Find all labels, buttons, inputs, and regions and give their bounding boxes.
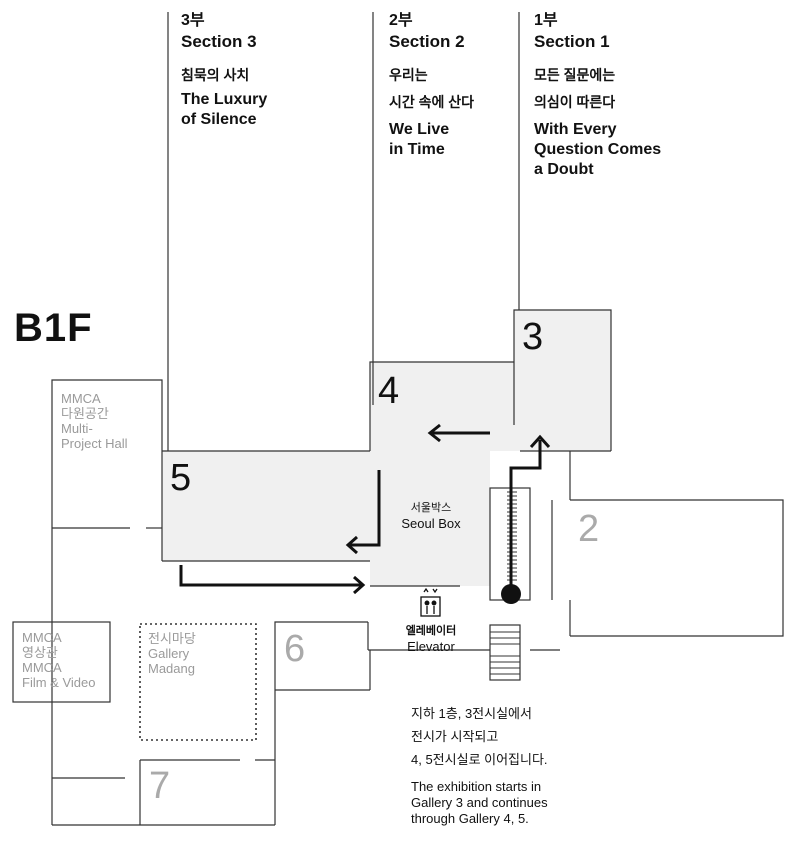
seoul-box-area bbox=[370, 451, 490, 586]
section-korean-title: 우리는 시간 속에 산다 bbox=[389, 64, 474, 113]
gallery-4-area bbox=[370, 362, 514, 451]
arrow-down-left-icon bbox=[348, 470, 381, 547]
floor-label: B1F bbox=[14, 306, 93, 350]
multi-project-hall-label: MMCA 다원공간 Multi- Project Hall bbox=[61, 391, 127, 451]
gallery-3-number: 3 bbox=[522, 316, 544, 358]
room-label-line: MMCA bbox=[22, 660, 62, 675]
walls bbox=[12, 12, 784, 826]
gallery-areas bbox=[162, 310, 611, 586]
note-korean-line: 전시가 시작되고 bbox=[411, 729, 499, 744]
section-korean-line: 시간 속에 산다 bbox=[389, 94, 475, 110]
note-english-line: The exhibition starts in bbox=[411, 779, 542, 794]
room-label-line: 영상관 bbox=[22, 645, 58, 660]
room-label-line: 전시마당 bbox=[148, 631, 196, 646]
section-english-line: The Luxury bbox=[181, 91, 268, 108]
room-label-line: Gallery bbox=[148, 646, 190, 661]
room-label-line: MMCA bbox=[61, 391, 101, 406]
room-label-line: Film & Video bbox=[22, 675, 96, 690]
section-korean-line: 모든 질문에는 bbox=[534, 67, 616, 83]
section-korean-line: 의심이 따른다 bbox=[534, 94, 616, 110]
elevator-english: Elevator bbox=[407, 639, 455, 654]
room-label-line: Multi- bbox=[61, 421, 93, 436]
gallery-madang-outline bbox=[139, 623, 257, 741]
section-english-title: With Every Question Comes a Doubt bbox=[534, 120, 661, 180]
gallery-5-number: 5 bbox=[170, 457, 192, 499]
section-1-header: 1부 Section 1 모든 질문에는 의심이 따른다 With Every … bbox=[534, 10, 661, 180]
room-label-line: 다원공간 bbox=[61, 406, 109, 421]
route-arrows bbox=[179, 423, 551, 595]
section-number: 3부 bbox=[181, 12, 205, 29]
gallery-5-area bbox=[162, 451, 370, 561]
gallery-7-number: 7 bbox=[149, 765, 171, 807]
elevator-korean: 엘레베이터 bbox=[405, 625, 457, 637]
seoul-box-english: Seoul Box bbox=[401, 516, 461, 531]
elevator-icon bbox=[420, 587, 441, 617]
section-title: Section 1 bbox=[534, 32, 610, 51]
film-video-label: MMCA 영상관 MMCA Film & Video bbox=[22, 630, 95, 690]
section-3-header: 3부 Section 3 침묵의 사치 The Luxury of Silenc… bbox=[181, 10, 267, 130]
gallery-3-area bbox=[514, 310, 611, 451]
route-start-dot-icon bbox=[501, 584, 521, 604]
gallery-4-number: 4 bbox=[378, 370, 400, 412]
section-title: Section 2 bbox=[389, 32, 465, 51]
section-korean-line: 우리는 bbox=[389, 67, 428, 83]
note-english-line: Gallery 3 and continues bbox=[411, 795, 548, 810]
room-label-line: Madang bbox=[148, 661, 195, 676]
section-number: 2부 bbox=[389, 12, 413, 29]
section-english-line: With Every bbox=[534, 121, 617, 138]
gallery-6-number: 6 bbox=[284, 628, 306, 670]
section-korean-title: 모든 질문에는 의심이 따른다 bbox=[534, 64, 661, 113]
room-label-line: Project Hall bbox=[61, 436, 128, 451]
section-number: 1부 bbox=[534, 12, 558, 29]
note-english-line: through Gallery 4, 5. bbox=[411, 811, 529, 826]
section-english-line: Question Comes bbox=[534, 141, 662, 158]
section-english-title: We Live in Time bbox=[389, 120, 474, 160]
section-english-line: a Doubt bbox=[534, 161, 594, 178]
gallery-2-number: 2 bbox=[578, 508, 600, 550]
route-note: 지하 1층, 3전시실에서 전시가 시작되고 4, 5전시실로 이어집니다. T… bbox=[411, 705, 548, 827]
seoul-box-korean: 서울박스 bbox=[410, 502, 452, 514]
section-title: Section 3 bbox=[181, 32, 257, 51]
note-korean-line: 4, 5전시실로 이어집니다. bbox=[411, 752, 548, 767]
note-korean-line: 지하 1층, 3전시실에서 bbox=[411, 706, 532, 721]
gallery-madang-label: 전시마당 Gallery Madang bbox=[148, 631, 196, 676]
room-label-line: MMCA bbox=[22, 630, 62, 645]
section-korean-title: 침묵의 사치 bbox=[181, 67, 250, 83]
arrow-right-icon bbox=[179, 565, 363, 587]
stairs-icon bbox=[490, 631, 520, 675]
section-english-line: in Time bbox=[389, 141, 445, 158]
section-english-line: We Live bbox=[389, 121, 450, 138]
seoul-box-label: 서울박스 Seoul Box bbox=[390, 501, 472, 531]
elevator-label: 엘레베이터 Elevator bbox=[390, 624, 472, 654]
section-english-title: The Luxury of Silence bbox=[181, 90, 267, 130]
arrow-up-icon bbox=[509, 440, 542, 592]
section-english-line: of Silence bbox=[181, 111, 257, 128]
section-2-header: 2부 Section 2 우리는 시간 속에 산다 We Live in Tim… bbox=[389, 10, 474, 160]
